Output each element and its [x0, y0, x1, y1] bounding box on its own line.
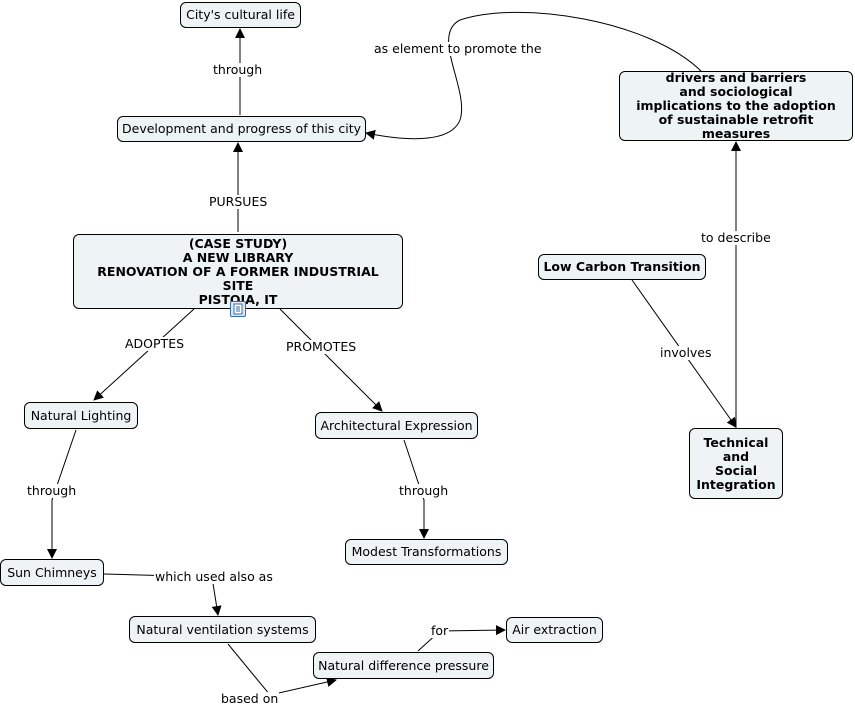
- concept-case-study[interactable]: (CASE STUDY) A NEW LIBRARY RENOVATION OF…: [73, 234, 403, 309]
- link-label-promotes: PROMOTES: [285, 339, 358, 354]
- concept-sun-chimneys[interactable]: Sun Chimneys: [0, 559, 104, 586]
- concept-drivers-barriers[interactable]: drivers and barriers and sociological im…: [619, 71, 853, 141]
- link-label-through: through: [212, 62, 264, 77]
- concept-city-cultural-life[interactable]: City's cultural life: [180, 2, 301, 28]
- link-label-through: through: [398, 483, 450, 498]
- tech-social-text: Technical and Social Integration: [696, 434, 776, 492]
- link-label-pursues: PURSUES: [208, 194, 269, 209]
- concept-modest-transformations[interactable]: Modest Transformations: [345, 539, 508, 565]
- drivers-text: drivers and barriers and sociological im…: [636, 70, 836, 141]
- concept-air-extraction[interactable]: Air extraction: [506, 617, 603, 643]
- concept-natural-ventilation[interactable]: Natural ventilation systems: [129, 616, 316, 643]
- link-label-involves: involves: [659, 345, 713, 360]
- concept-architectural-expression[interactable]: Architectural Expression: [315, 412, 478, 439]
- concept-natural-difference-pressure[interactable]: Natural difference pressure: [313, 652, 494, 679]
- link-label-to-describe: to describe: [700, 230, 772, 245]
- link-label-for: for: [430, 623, 450, 638]
- concept-development-progress[interactable]: Development and progress of this city: [117, 116, 366, 142]
- case-study-text: (CASE STUDY) A NEW LIBRARY RENOVATION OF…: [97, 235, 379, 307]
- link-label-through: through: [26, 483, 78, 498]
- concept-low-carbon-transition[interactable]: Low Carbon Transition: [538, 254, 706, 280]
- link-label-adoptes: ADOPTES: [124, 336, 186, 351]
- link-label-which-used: which used also as: [154, 569, 274, 584]
- document-icon[interactable]: [230, 301, 246, 317]
- link-label-based-on: based on: [220, 691, 280, 706]
- concept-technical-social-integration[interactable]: Technical and Social Integration: [689, 428, 783, 499]
- concept-natural-lighting[interactable]: Natural Lighting: [24, 402, 138, 429]
- link-label-promote-element: as element to promote the: [373, 41, 543, 56]
